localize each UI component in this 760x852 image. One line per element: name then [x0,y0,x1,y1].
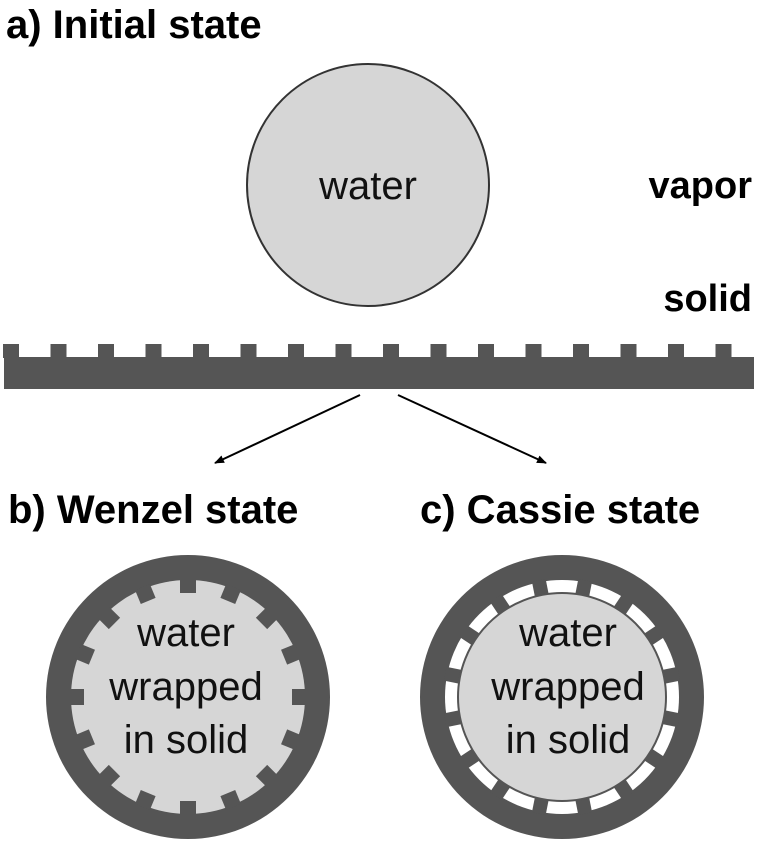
wenzel-solid-tooth [135,790,156,811]
wenzel-water-core [71,580,305,814]
surface-pillar [3,344,19,358]
wenzel-text-line-3: in solid [124,718,249,762]
surface-pillar [145,344,162,358]
wenzel-solid-tooth [98,764,121,787]
surface-pillar [525,344,542,358]
surface-pillar [50,344,67,358]
cassie-text-line-3: in solid [506,718,631,762]
surface-pillar [98,344,114,358]
wenzel-solid-tooth [74,644,95,665]
heading-cassie-state: c) Cassie state [420,488,700,532]
surface-pillar [573,344,589,358]
arrow-to-wenzel [214,394,361,464]
cassie-wrapped-droplet [420,555,704,839]
water-label: water [318,164,417,208]
wenzel-solid-tooth [74,729,95,750]
arrow-to-cassie [397,394,547,464]
wenzel-solid-tooth [281,644,302,665]
wenzel-solid-tooth [220,790,241,811]
wenzel-solid-tooth [98,607,121,630]
surface-pillar [430,344,447,358]
wenzel-solid-tooth [180,801,196,816]
surface-pillar [240,344,257,358]
surface-pillar [193,344,209,358]
surface-pillar [668,344,684,358]
wenzel-text-line-1: water [136,611,235,655]
wenzel-wrapped-droplet [46,555,330,839]
wenzel-text-line-2: wrapped [108,665,262,709]
surface-pillar [383,344,399,358]
wenzel-solid-tooth [69,689,84,705]
heading-initial-state: a) Initial state [6,3,262,47]
wenzel-solid-tooth [255,607,278,630]
water-droplet [246,63,490,307]
solid-base [4,357,754,389]
wenzel-solid-tooth [255,764,278,787]
vapor-label: vapor [649,165,753,207]
surface-pillar [478,344,494,358]
cassie-text-line-1: water [518,611,617,655]
wenzel-solid-tooth [135,583,156,604]
solid-label: solid [663,278,752,320]
heading-wenzel-state: b) Wenzel state [8,488,298,532]
wenzel-solid-tooth [220,583,241,604]
wenzel-solid-tooth [281,729,302,750]
cassie-text-line-2: wrapped [490,665,644,709]
wenzel-solid-tooth [180,578,196,593]
surface-pillar [288,344,304,358]
surface-pillar [620,344,637,358]
surface-pillar [335,344,352,358]
surface-pillar [715,344,732,358]
wenzel-solid-tooth [292,689,307,705]
cassie-water-core [457,592,667,802]
rough-solid-surface [3,344,754,389]
